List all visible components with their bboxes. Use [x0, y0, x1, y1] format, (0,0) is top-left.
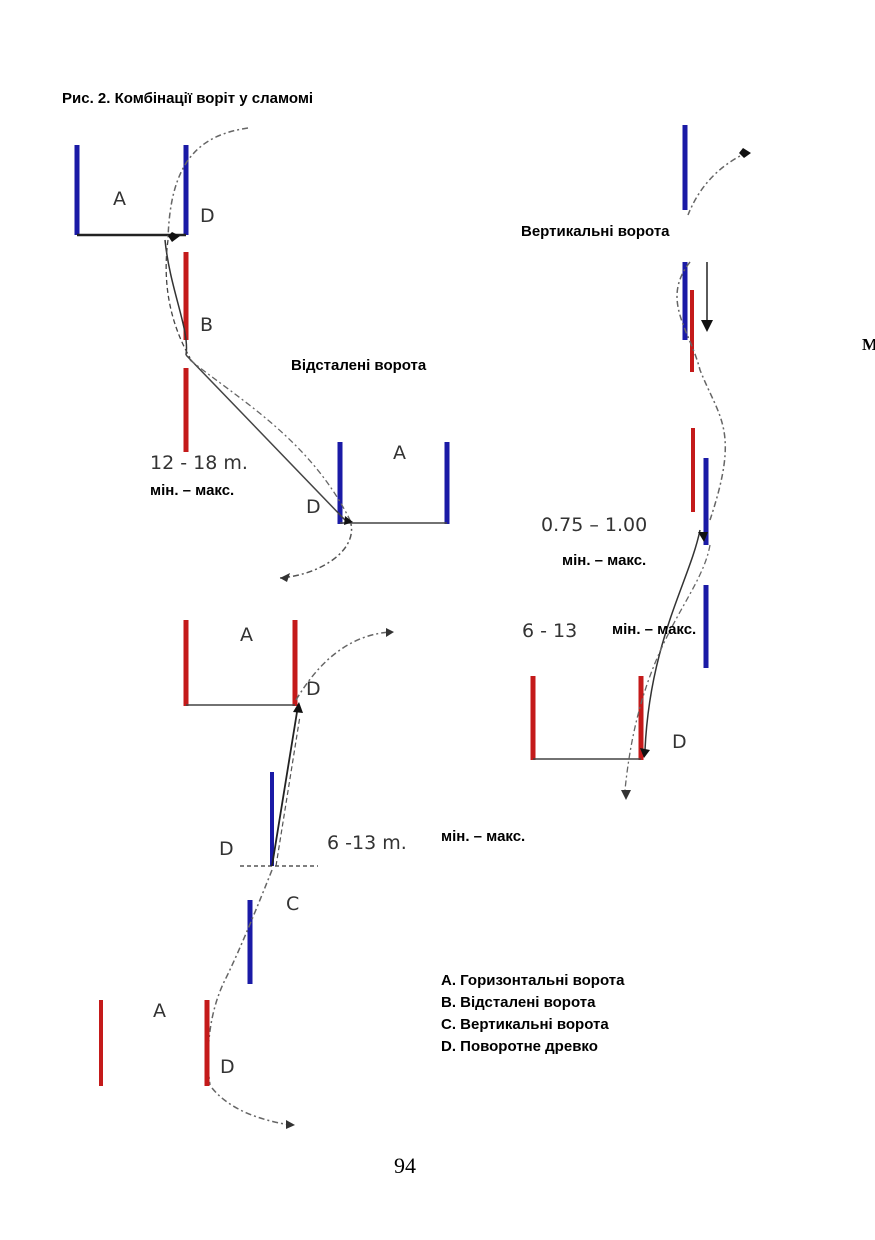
label-d-middle: D: [306, 496, 321, 518]
label-a-middle: A: [393, 442, 406, 464]
gate-vertical-lower: [240, 772, 318, 984]
label-a-top-left: A: [113, 188, 126, 210]
path-lines-lower: [207, 628, 394, 1129]
gate-horizontal-top-left: [74, 145, 189, 237]
page-number: 94: [394, 1153, 416, 1178]
label-c: C: [286, 893, 300, 915]
label-d-lower: D: [306, 678, 321, 700]
label-distance-0-75-1-00: 0.75 – 1.00: [541, 514, 648, 536]
legend-item-c: C. Вертикальні ворота: [441, 1016, 609, 1033]
label-d-vertical-lower: D: [219, 838, 234, 860]
label-a-lower: A: [240, 624, 253, 646]
gate-bottom-left: [99, 1000, 210, 1086]
label-d-top-left: D: [200, 205, 215, 227]
label-min-max-3: мін. – макс.: [612, 621, 697, 638]
path-lines-right: [621, 148, 751, 800]
label-vertical-gate: Вертикальні ворота: [521, 223, 670, 240]
figure-title: Рис. 2. Комбінації воріт у сламомі: [62, 90, 314, 107]
label-distance-6-13-m: 6 -13 m.: [327, 832, 407, 854]
label-b: B: [200, 314, 214, 336]
gate-horizontal-lower: [183, 620, 298, 706]
label-distance-6-13: 6 - 13: [522, 620, 578, 642]
label-d-right: D: [672, 731, 687, 753]
label-distance-12-18: 12 - 18 m.: [150, 452, 248, 474]
label-min-max-1: мін. – макс.: [150, 482, 235, 499]
label-d-bottom: D: [220, 1056, 235, 1078]
label-offset-gate: Відсталені ворота: [291, 357, 427, 374]
gate-vertical-right: [530, 125, 713, 760]
legend: A. Горизонтальні ворота B. Відсталені во…: [441, 970, 624, 1058]
legend-item-d: D. Поворотне древко: [441, 1038, 598, 1055]
legend-item-b: B. Відсталені ворота: [441, 994, 596, 1011]
label-a-bottom: A: [153, 1000, 166, 1022]
path-lines-top-left: [164, 127, 353, 582]
cropped-edge-letter: M: [862, 335, 875, 354]
label-min-max-4: мін. – макс.: [441, 828, 526, 845]
legend-item-a: A. Горизонтальні ворота: [441, 972, 625, 989]
label-min-max-2: мін. – макс.: [562, 552, 647, 569]
gate-horizontal-middle: [337, 442, 450, 524]
